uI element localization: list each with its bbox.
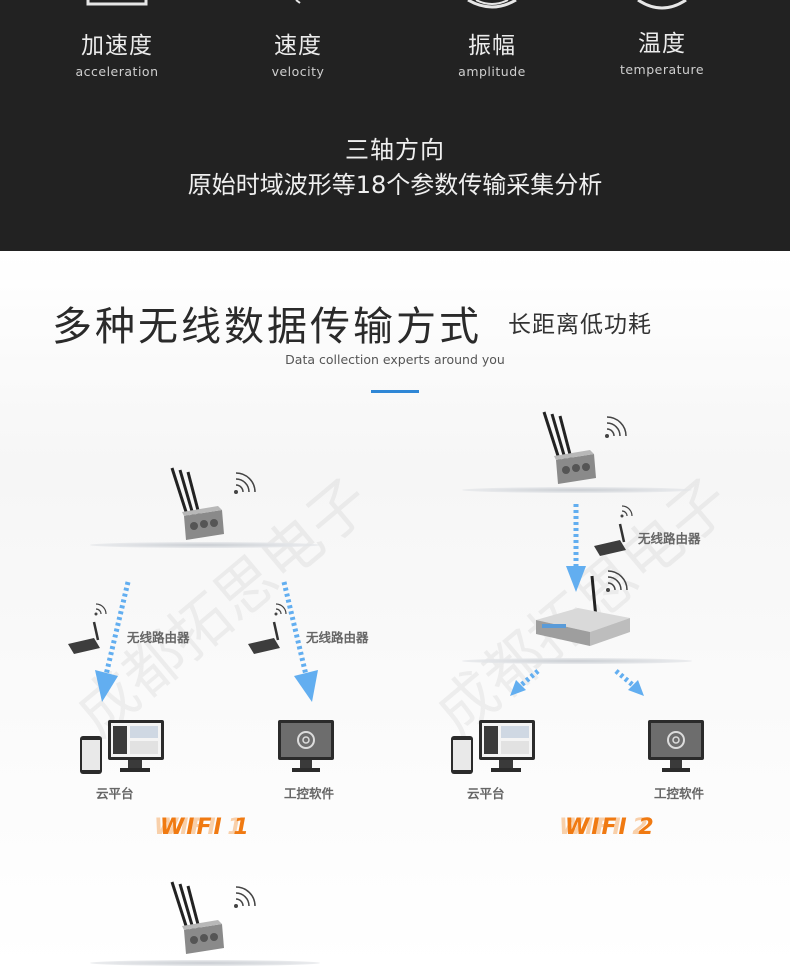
- router-icon: [68, 603, 107, 654]
- param-en: temperature: [619, 62, 705, 77]
- parameter-banner: 加速度 acceleration 速度 velocity 振幅 amplitud…: [0, 0, 790, 251]
- param-en: velocity: [271, 64, 325, 79]
- cloud-label: 云平台: [467, 786, 505, 801]
- transfer-arrow: [281, 581, 318, 702]
- param-zh: 温度: [638, 31, 686, 57]
- industrial-software-icon: [648, 720, 704, 772]
- router-icon: [594, 505, 633, 556]
- amplitude-ring-icon: [467, 0, 517, 9]
- three-axis-text: 三轴方向: [345, 136, 445, 164]
- sensor-device-icon: [542, 411, 596, 484]
- signal-icon: [606, 570, 628, 592]
- sensor-device-icon: [170, 467, 224, 540]
- signal-icon: [234, 886, 256, 908]
- temperature-ring-icon: [637, 0, 687, 10]
- speed-icon: [295, 0, 301, 4]
- param-zh: 加速度: [81, 33, 153, 59]
- square-outline-icon: [86, 0, 148, 6]
- title-divider: [371, 390, 419, 393]
- shelf-line: [462, 487, 692, 493]
- section-subtitle: 长距离低功耗: [508, 312, 652, 338]
- router-label: 无线路由器: [127, 630, 190, 645]
- transfer-arrow: [566, 504, 586, 592]
- software-label: 工控软件: [284, 786, 335, 801]
- wifi-mode-2-label: WIFI 2: [565, 815, 656, 840]
- param-en: amplitude: [458, 64, 526, 79]
- software-label: 工控软件: [654, 786, 705, 801]
- cloud-platform-icon: [80, 720, 164, 774]
- shelf-line: [90, 960, 320, 966]
- shelf-line: [462, 658, 692, 664]
- industrial-software-icon: [278, 720, 334, 772]
- parameters-text: 原始时域波形等18个参数传输采集分析: [187, 171, 603, 199]
- param-zh: 速度: [274, 33, 322, 59]
- gateway-device-icon: [536, 575, 630, 646]
- router-label: 无线路由器: [306, 630, 369, 645]
- transfer-arrow: [614, 669, 644, 696]
- signal-icon: [234, 472, 256, 494]
- shelf-line: [90, 542, 320, 548]
- router-icon: [248, 603, 287, 654]
- wireless-section: [0, 251, 790, 970]
- param-en: acceleration: [75, 64, 159, 79]
- wifi-mode-1-label: WIFI 1: [160, 815, 251, 840]
- section-tagline: Data collection experts around you: [285, 352, 505, 367]
- cloud-label: 云平台: [96, 786, 134, 801]
- router-label: 无线路由器: [638, 531, 701, 546]
- transfer-arrow: [95, 581, 131, 702]
- section-title: 多种无线数据传输方式: [52, 304, 482, 350]
- transfer-arrow: [510, 669, 540, 696]
- signal-icon: [605, 416, 627, 438]
- cloud-platform-icon: [451, 720, 535, 774]
- sensor-device-icon: [170, 881, 224, 954]
- param-zh: 振幅: [468, 33, 516, 59]
